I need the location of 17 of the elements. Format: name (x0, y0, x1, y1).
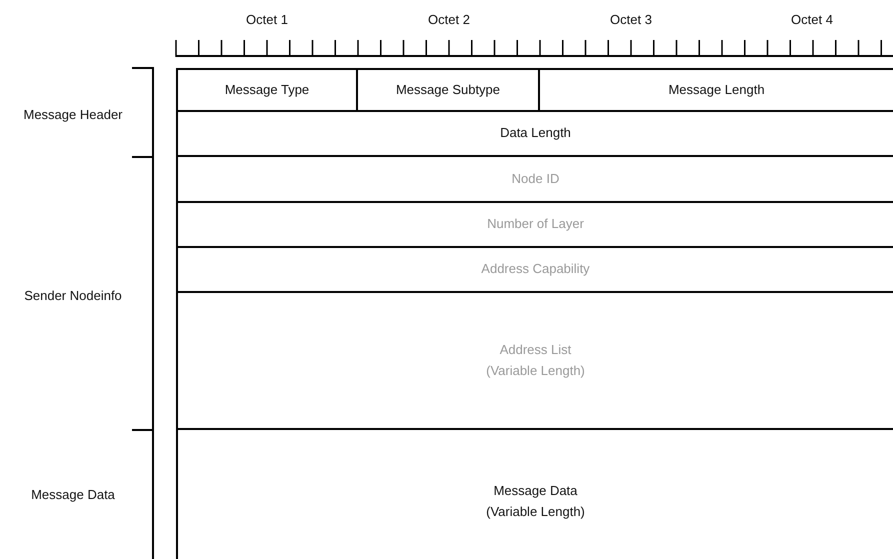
field-box (176, 68, 358, 112)
field-name: Data Length (500, 124, 571, 142)
octet-label: Octet 4 (791, 12, 833, 27)
field-name: Message Type (224, 80, 310, 99)
section-label: Message Data (31, 487, 115, 502)
field-name: Address List (Variable Length) (485, 340, 586, 380)
field-name: Address Capability (481, 260, 590, 278)
section-label: Message Header (24, 107, 122, 122)
octet-label: Octet 3 (610, 12, 652, 27)
field-name: Message Subtype (396, 80, 500, 99)
field-name: Node ID (512, 170, 560, 188)
field-name: Message Data (Variable Length) (485, 482, 586, 521)
section-label: Sender Nodeinfo (24, 288, 122, 303)
field-name: Message Length (668, 80, 765, 99)
octet-label: Octet 2 (428, 12, 470, 27)
octet-label: Octet 1 (246, 12, 288, 27)
field-name: Number of Layer (487, 215, 584, 234)
